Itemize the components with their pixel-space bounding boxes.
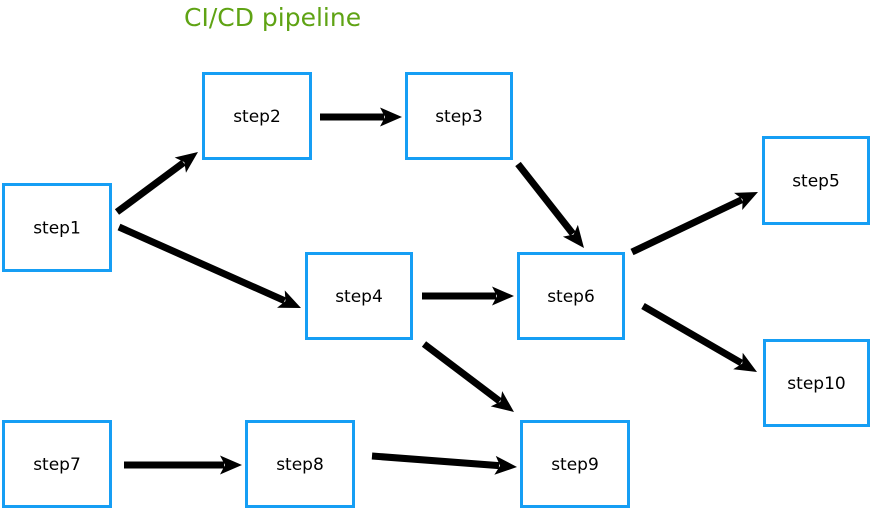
edge-step6-to-step10 [641, 302, 757, 372]
arrowhead-icon [174, 152, 198, 173]
edge-step2-to-step3 [320, 107, 402, 127]
arrowhead-icon [492, 286, 514, 306]
node-box[interactable] [245, 420, 355, 508]
arrowhead-icon [277, 290, 301, 308]
edge-line [421, 341, 502, 404]
node-step8[interactable]: step8 [245, 420, 355, 508]
node-box[interactable] [762, 136, 870, 225]
node-box[interactable] [305, 252, 413, 340]
node-step2[interactable]: step2 [202, 72, 312, 160]
edge-line [114, 159, 186, 215]
page-title: CI/CD pipeline [184, 3, 361, 32]
node-label: step9 [551, 455, 599, 475]
node-label: step1 [33, 219, 81, 239]
node-box[interactable] [202, 72, 312, 160]
edge-step7-to-step8 [124, 455, 242, 475]
arrowhead-icon [733, 352, 757, 372]
node-step7[interactable]: step7 [2, 420, 112, 508]
edge-line [630, 196, 744, 256]
node-label: step6 [547, 287, 595, 307]
node-box[interactable] [2, 420, 112, 508]
node-label: step2 [233, 107, 281, 127]
arrowhead-icon [220, 455, 242, 475]
node-box[interactable] [520, 420, 630, 508]
edge-step3-to-step6 [515, 161, 584, 248]
arrowhead-icon [490, 391, 514, 412]
node-label: step8 [276, 455, 324, 475]
node-step1[interactable]: step1 [2, 183, 112, 272]
edge-line [641, 302, 744, 367]
node-box[interactable] [405, 72, 513, 160]
node-step5[interactable]: step5 [762, 136, 870, 225]
arrowhead-icon [380, 107, 402, 127]
edges-layer [114, 107, 758, 475]
node-box[interactable] [763, 339, 870, 427]
node-label: step4 [335, 287, 383, 307]
node-label: step5 [792, 172, 840, 192]
edge-step4-to-step6 [422, 286, 514, 306]
arrowhead-icon [734, 192, 758, 211]
node-label: step3 [435, 107, 483, 127]
node-step10[interactable]: step10 [763, 339, 870, 427]
node-step9[interactable]: step9 [520, 420, 630, 508]
edge-step4-to-step9 [421, 341, 514, 412]
node-box[interactable] [517, 252, 625, 340]
edge-line [515, 161, 576, 237]
node-box[interactable] [2, 183, 112, 272]
node-step4[interactable]: step4 [305, 252, 413, 340]
arrowhead-icon [494, 455, 517, 475]
nodes-layer: step1 step2 step3 step4 step6 step5 step10 step… [2, 72, 870, 508]
edge-step8-to-step9 [371, 452, 517, 475]
edge-line [371, 452, 500, 470]
arrowhead-icon [562, 224, 584, 248]
edge-step1-to-step4 [117, 223, 301, 308]
edge-step1-to-step2 [114, 152, 198, 215]
node-step3[interactable]: step3 [405, 72, 513, 160]
node-step6[interactable]: step6 [517, 252, 625, 340]
edge-line [117, 223, 286, 304]
edge-step6-to-step5 [630, 192, 758, 256]
node-label: step7 [33, 455, 81, 475]
node-label: step10 [787, 374, 845, 394]
